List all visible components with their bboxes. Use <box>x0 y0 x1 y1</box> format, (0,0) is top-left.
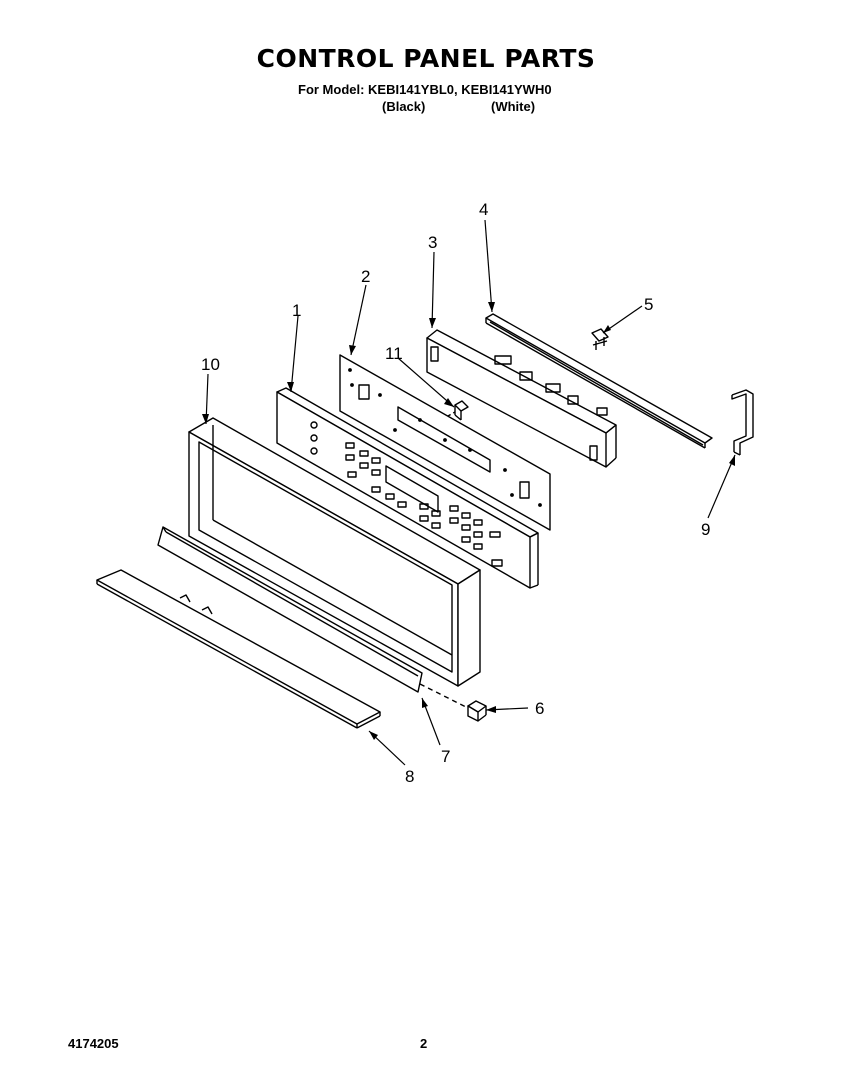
part-2-circuit-board <box>339 354 551 531</box>
part-6-clip <box>467 700 487 722</box>
model-numbers: For Model: KEBI141YBL0, KEBI141YWH0 <box>298 82 552 97</box>
page-number: 2 <box>420 1036 428 1051</box>
part-9-bracket <box>731 389 754 456</box>
callout-labels: 1 2 3 4 5 6 7 8 9 10 11 <box>201 200 710 786</box>
alignment-line <box>447 411 456 417</box>
color-label-white: (White) <box>491 99 536 114</box>
callout-11: 11 <box>385 344 403 363</box>
callout-4: 4 <box>479 200 488 219</box>
callout-2: 2 <box>361 267 370 286</box>
leader-arrowheads <box>202 302 735 740</box>
callout-7: 7 <box>441 747 450 766</box>
part-3-board-housing <box>426 329 617 468</box>
part-10-frame <box>188 417 481 687</box>
document-number: 4174205 <box>68 1036 119 1051</box>
callout-3: 3 <box>428 233 437 252</box>
part-8-lower-trim <box>96 569 381 729</box>
page-title: CONTROL PANEL PARTS <box>256 44 596 73</box>
part-4-rail <box>485 313 713 449</box>
part-7-trim-strip <box>157 526 423 693</box>
part-11-bracket <box>454 400 469 421</box>
callout-6: 6 <box>535 699 544 718</box>
color-label-black: (Black) <box>382 99 426 114</box>
callout-8: 8 <box>405 767 414 786</box>
part-1-control-panel <box>276 387 539 589</box>
callout-1: 1 <box>292 301 301 320</box>
callout-9: 9 <box>701 520 710 539</box>
callout-10: 10 <box>201 355 220 374</box>
part-5-clip <box>591 328 609 350</box>
callout-5: 5 <box>644 295 653 314</box>
alignment-line <box>419 683 469 709</box>
leader-lines <box>205 219 736 766</box>
